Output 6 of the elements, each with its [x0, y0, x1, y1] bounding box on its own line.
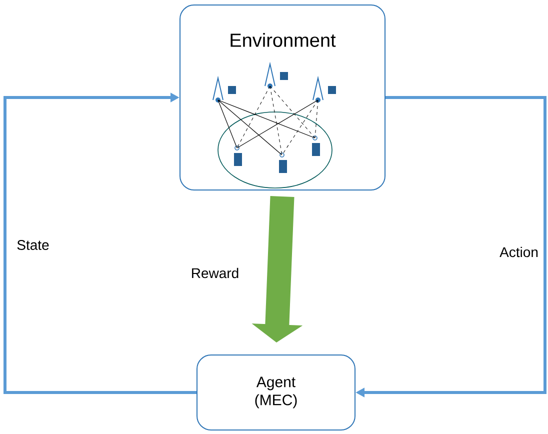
agent-box: Agent (MEC) — [196, 354, 356, 430]
edge-label: State — [16, 239, 50, 251]
edge-label: Reward — [190, 266, 240, 280]
edge-label: Action — [498, 246, 540, 258]
arrow — [4, 92, 196, 394]
environment-box: Environment — [180, 4, 386, 190]
